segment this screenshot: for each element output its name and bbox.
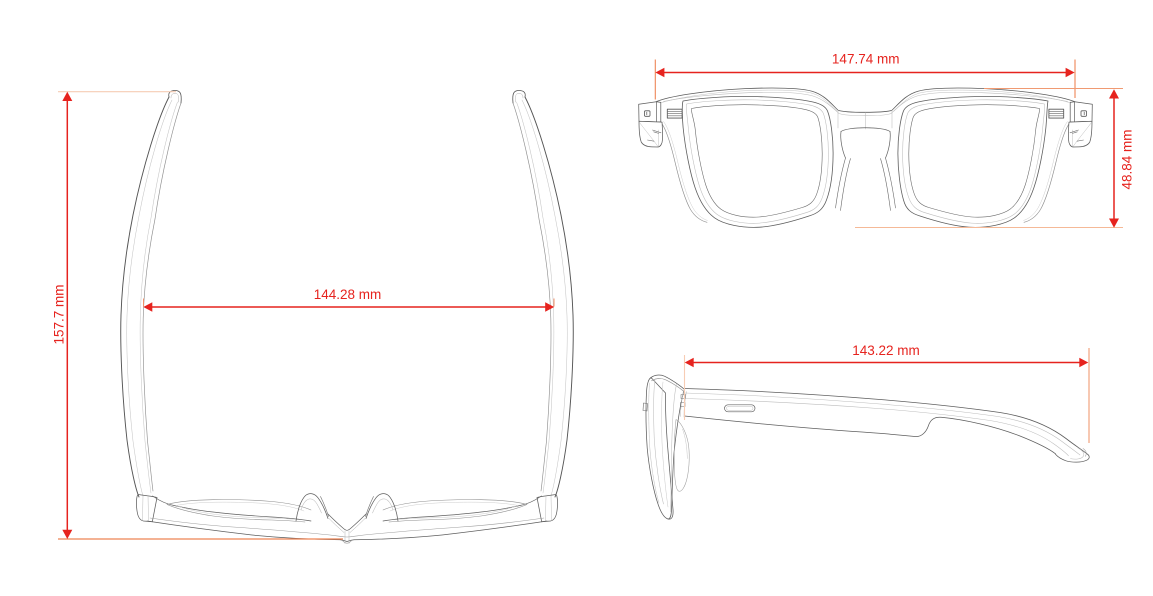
svg-text:147.74 mm: 147.74 mm: [832, 51, 900, 66]
svg-text:143.22 mm: 143.22 mm: [852, 343, 920, 358]
svg-text:144.28 mm: 144.28 mm: [314, 287, 382, 302]
svg-text:157.7 mm: 157.7 mm: [52, 284, 67, 344]
svg-text:48.84 mm: 48.84 mm: [1120, 129, 1135, 189]
